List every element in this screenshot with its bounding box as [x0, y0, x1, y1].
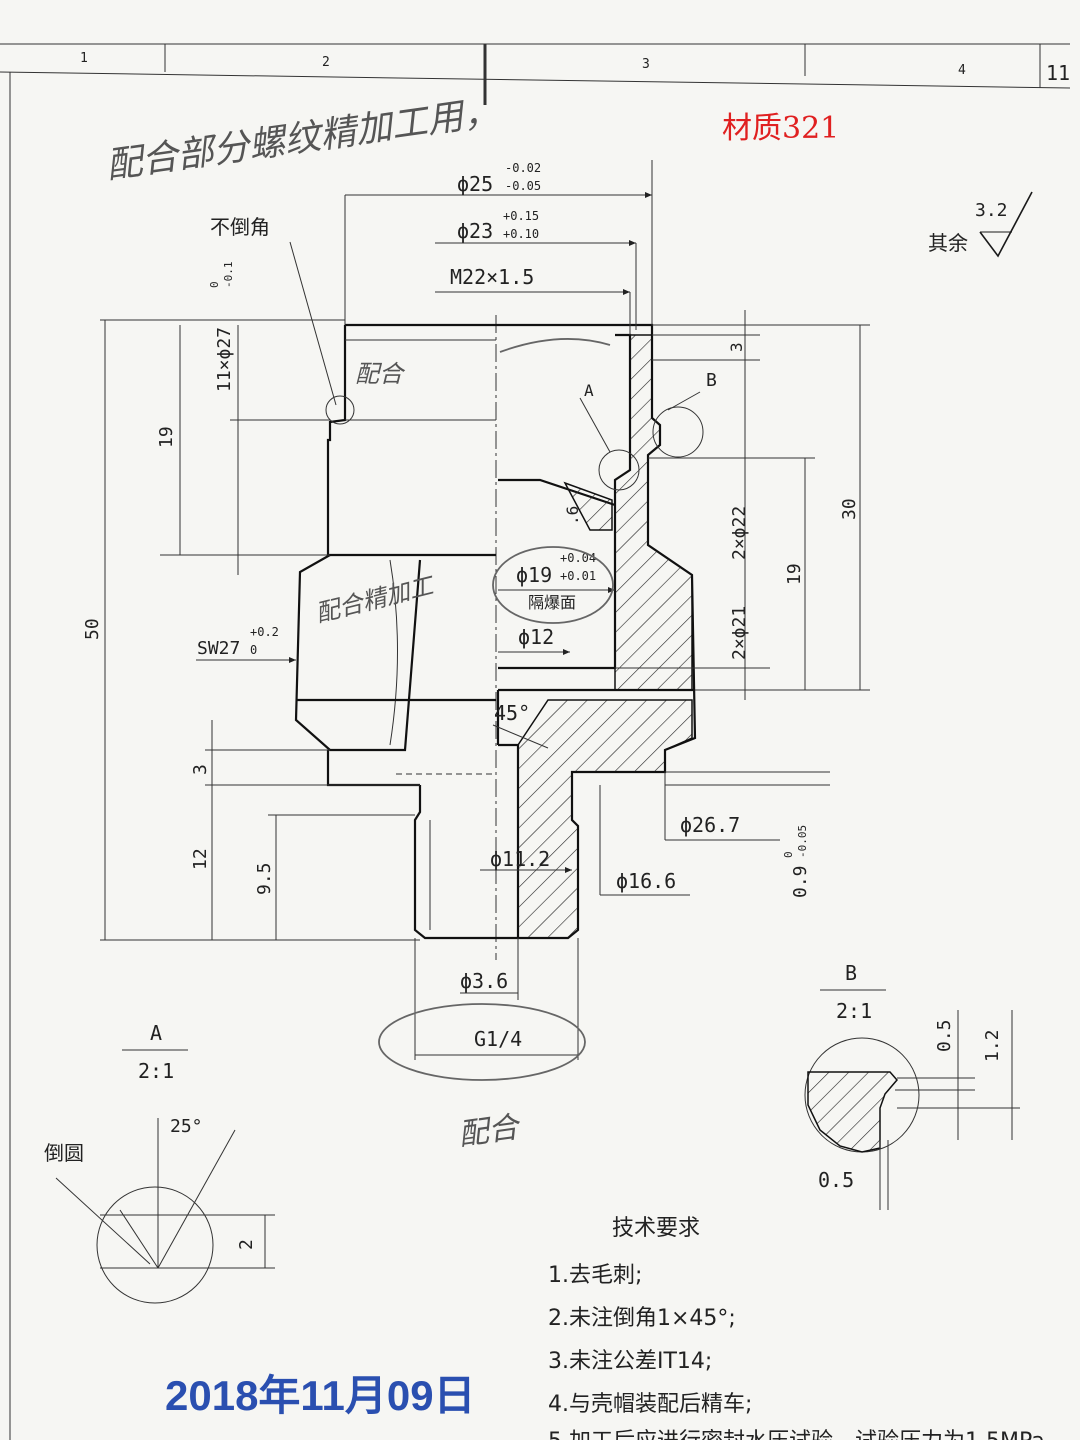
dim-angle45: 45° [494, 701, 530, 725]
dim-d3-6: ϕ3.6 [460, 969, 508, 993]
requirement-item: 5.加工后应进行密封水压试验，试验压力为1.5MPa [548, 1429, 1045, 1440]
dim-len19a: 19 [156, 426, 177, 448]
ref-b: B [706, 370, 717, 391]
detail-a-fillet: 倒圆 [44, 1141, 84, 1165]
dim-sw-tol-up: +0.2 [250, 625, 279, 639]
dim-d25: ϕ25 [457, 172, 493, 196]
date-stamp: 2018年11月09日 [165, 1372, 476, 1419]
requirement-item: 1.去毛刺; [548, 1263, 642, 1288]
requirements-title: 技术要求 [612, 1216, 700, 1241]
requirement-item: 3.未注公差IT14; [548, 1349, 712, 1374]
zone-label-1: 1 [80, 51, 88, 66]
dim-groove: 11×ϕ27 [214, 327, 235, 392]
dim-t09-tol-up: 0 [782, 851, 795, 858]
pencil-circle-g14 [378, 1003, 586, 1081]
roughness-symbol: 3.2 其余 [928, 191, 1033, 258]
material-label: 材质321 [722, 111, 839, 146]
dim-d21: 2×ϕ21 [729, 606, 750, 660]
detail-a-angle: 25° [170, 1116, 203, 1137]
detail-a-scale: 2:1 [138, 1059, 174, 1083]
main-view-annotations: ϕ25 -0.02 -0.05 ϕ23 +0.15 +0.10 M22×1.5 … [82, 161, 860, 1051]
dim-d19-tol-up: +0.04 [560, 551, 596, 565]
technical-requirements: 技术要求 1.去毛刺; 2.未注倒角1×45°; 3.未注公差IT14; 4.与… [548, 1216, 1045, 1440]
requirement-item: 2.未注倒角1×45°; [548, 1306, 736, 1331]
dim-g14: G1/4 [474, 1027, 522, 1051]
dim-d25-tol-lo: -0.05 [505, 179, 541, 193]
label-no-chamfer: 不倒角 [210, 215, 270, 239]
label-explosion-face: 隔爆面 [528, 593, 576, 612]
dim-len9-5: 9.5 [254, 862, 275, 895]
dim-d23-tol-lo: +0.10 [503, 227, 539, 241]
detail-a-title: A [150, 1021, 162, 1045]
detail-a-dim: 2 [236, 1239, 257, 1250]
ref-a: A [584, 381, 594, 400]
zone-label-4: 4 [958, 63, 966, 78]
detail-a: A 2:1 倒圆 25° 2 [44, 1021, 275, 1304]
dim-len3b: 3 [727, 342, 746, 352]
detail-b-d12: 1.2 [982, 1029, 1003, 1062]
dim-len3a: 3 [190, 764, 211, 775]
dimension-lines [100, 160, 870, 1060]
roughness-label: 其余 [928, 231, 968, 255]
dim-len30: 30 [839, 498, 860, 520]
dim-d22: 2×ϕ22 [729, 506, 750, 560]
detail-b-scale: 2:1 [836, 999, 872, 1023]
dim-d19: ϕ19 [516, 563, 552, 587]
zone-label-2: 2 [322, 55, 330, 70]
dim-sw: SW27 [197, 638, 240, 659]
dim-d16-6: ϕ16.6 [616, 869, 676, 893]
handwriting-note-bottom: 配合 [456, 1109, 523, 1152]
detail-b: B 2:1 0.5 1.2 0.5 [804, 961, 1020, 1210]
handwriting-note-top: 配合部分螺纹精加工用， [104, 91, 502, 187]
dim-len12: 12 [190, 848, 211, 870]
dim-d23-tol-up: +0.15 [503, 209, 539, 223]
handwriting-note-hex: 配合精加工 [313, 571, 438, 628]
zone-label-3: 3 [642, 57, 650, 72]
dim-d23: ϕ23 [457, 219, 493, 243]
dim-groove-tol-lo: -0.1 [222, 262, 235, 289]
requirement-item: 4.与壳帽装配后精车; [548, 1392, 752, 1417]
dim-d12: ϕ12 [518, 625, 554, 649]
detail-b-d05b: 0.5 [818, 1168, 854, 1192]
section-hatch [517, 334, 693, 939]
dim-d25-tol-up: -0.02 [505, 161, 541, 175]
dim-len6: .6 [563, 506, 582, 525]
detail-b-title: B [845, 961, 857, 985]
handwriting-note-thread: 配合 [355, 360, 406, 388]
dim-len19b: 19 [784, 563, 805, 585]
dim-groove-tol-up: 0 [208, 281, 221, 288]
detail-b-d05a: 0.5 [934, 1019, 955, 1052]
sheet-border: 1 2 3 4 11 [0, 43, 1070, 1440]
roughness-value: 3.2 [975, 200, 1008, 221]
pencil-stroke [499, 338, 611, 353]
pencil-handwriting: 配合部分螺纹精加工用， 配合 配合精加工 配合 [104, 91, 614, 1153]
zone-label-11: 11 [1046, 61, 1070, 85]
dim-len50: 50 [82, 618, 103, 640]
dim-t09: 0.9 [790, 865, 811, 898]
dim-d19-tol-lo: +0.01 [560, 569, 596, 583]
dim-d26-7: ϕ26.7 [680, 813, 740, 837]
dim-t09-tol-lo: -0.05 [796, 825, 809, 858]
dim-d11-2: ϕ11.2 [490, 847, 550, 871]
pencil-circle-d19 [492, 546, 614, 624]
dim-sw-tol-lo: 0 [250, 643, 257, 657]
dim-thread: M22×1.5 [450, 265, 534, 289]
